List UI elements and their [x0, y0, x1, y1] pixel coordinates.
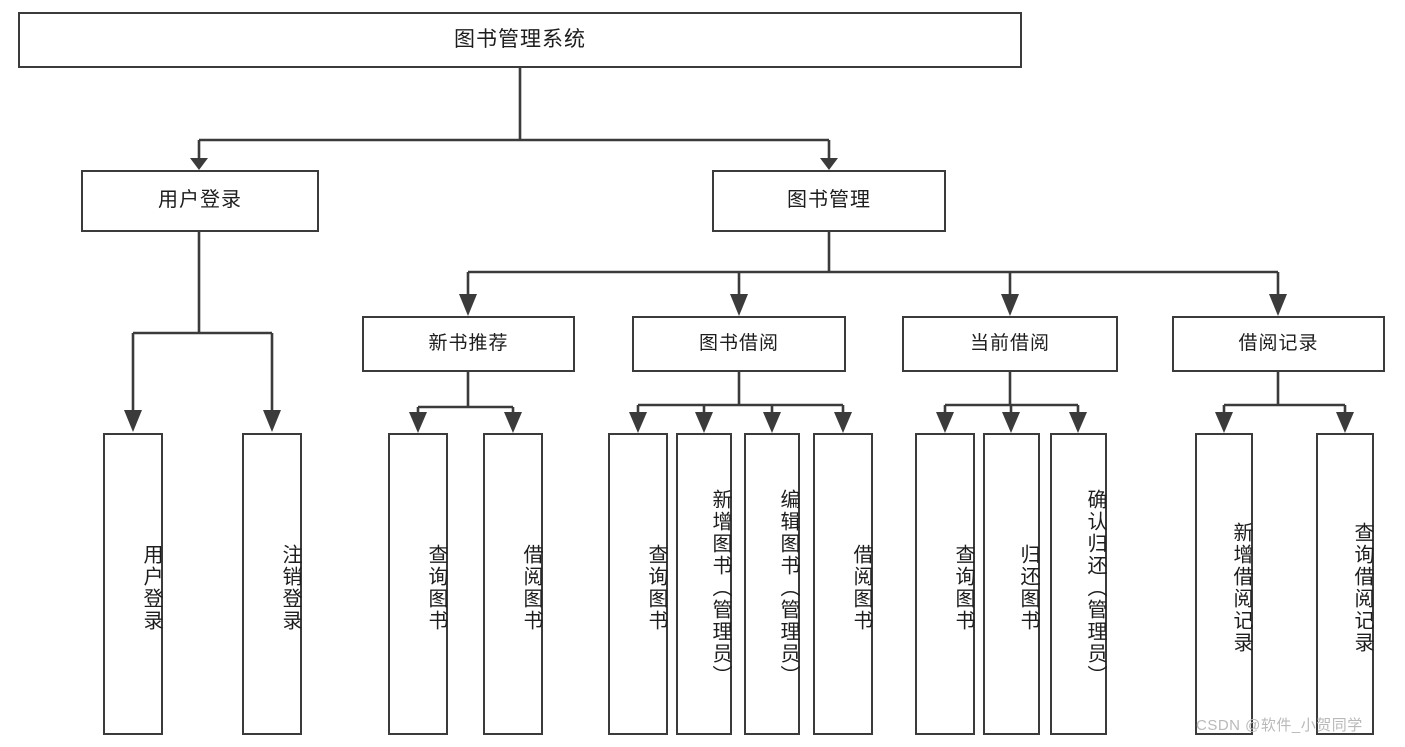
- leaf-return-book[interactable]: 归还图书: [983, 433, 1040, 735]
- leaf-query-book-recommend[interactable]: 查询图书: [388, 433, 448, 735]
- leaf-query-borrow-record[interactable]: 查询借阅记录: [1316, 433, 1374, 735]
- leaf-user-logout[interactable]: 注销登录: [242, 433, 302, 735]
- node-current-borrow[interactable]: 当前借阅: [902, 316, 1118, 372]
- leaf-add-borrow-record[interactable]: 新增借阅记录: [1195, 433, 1253, 735]
- csdn-watermark: CSDN @软件_小贺同学: [1196, 717, 1363, 734]
- leaf-add-book-admin[interactable]: 新增图书（管理员）: [676, 433, 732, 735]
- node-user-login[interactable]: 用户登录: [81, 170, 319, 232]
- node-book-borrow[interactable]: 图书借阅: [632, 316, 846, 372]
- leaf-borrow-book[interactable]: 借阅图书: [813, 433, 873, 735]
- leaf-borrow-book-recommend[interactable]: 借阅图书: [483, 433, 543, 735]
- node-book-management[interactable]: 图书管理: [712, 170, 946, 232]
- node-borrow-record[interactable]: 借阅记录: [1172, 316, 1385, 372]
- node-root-system[interactable]: 图书管理系统: [18, 12, 1022, 68]
- leaf-edit-book-admin[interactable]: 编辑图书（管理员）: [744, 433, 800, 735]
- leaf-query-book-borrow[interactable]: 查询图书: [608, 433, 668, 735]
- node-new-book-recommend[interactable]: 新书推荐: [362, 316, 575, 372]
- leaf-query-book-current[interactable]: 查询图书: [915, 433, 975, 735]
- leaf-user-login[interactable]: 用户登录: [103, 433, 163, 735]
- leaf-confirm-return-admin[interactable]: 确认归还（管理员）: [1050, 433, 1107, 735]
